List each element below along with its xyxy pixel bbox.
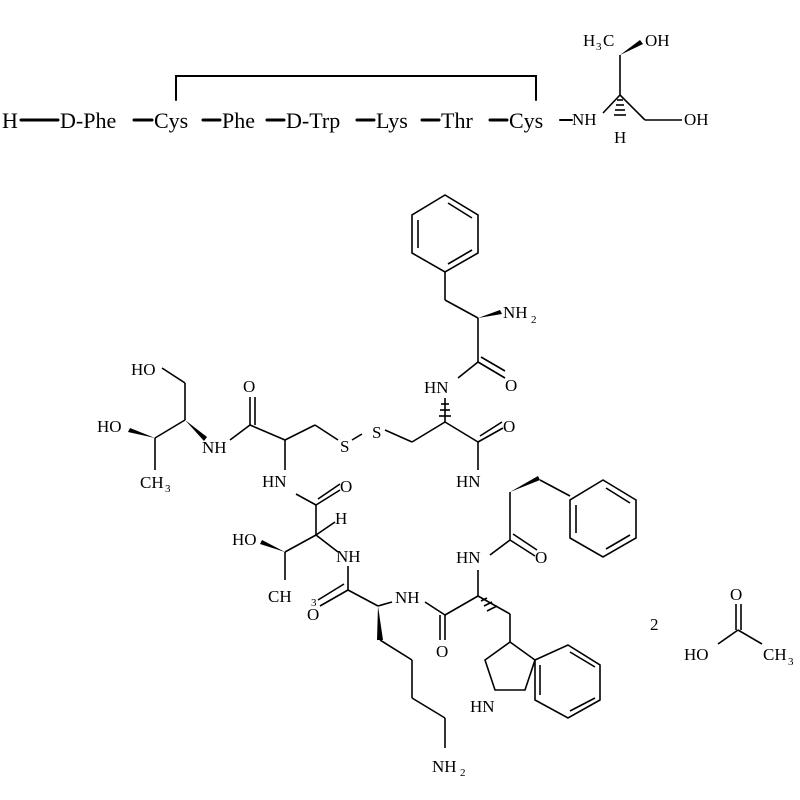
seq-lys: Lys xyxy=(376,108,408,133)
o-f: O xyxy=(307,605,319,624)
o-c: O xyxy=(243,377,255,396)
h-alpha: H xyxy=(335,509,347,528)
seq-h: H xyxy=(2,108,18,133)
hn-a: HN xyxy=(424,378,449,397)
hn-b: HN xyxy=(456,472,481,491)
oh-top: OH xyxy=(645,31,670,50)
nh2-top-sub: 2 xyxy=(531,314,537,326)
o-e: O xyxy=(535,548,547,567)
h3c-sub: 3 xyxy=(596,41,602,53)
ch3-left: CH xyxy=(140,473,164,492)
nh-c: NH xyxy=(395,588,420,607)
h-down: H xyxy=(614,128,626,147)
o-a: O xyxy=(505,376,517,395)
seq-phe: Phe xyxy=(222,108,255,133)
hn-d: HN xyxy=(456,548,481,567)
ho-ch2: HO xyxy=(131,360,156,379)
oh-right: OH xyxy=(684,110,709,129)
h3c-c: C xyxy=(603,31,614,50)
ho-side: HO xyxy=(97,417,122,436)
seq-d-phe: D-Phe xyxy=(60,108,116,133)
o-g: O xyxy=(436,642,448,661)
disulfide-bracket xyxy=(175,75,537,101)
o-d: O xyxy=(340,477,352,496)
indole-ring xyxy=(484,641,601,719)
hn-indole: HN xyxy=(470,697,495,716)
salt-o: O xyxy=(730,585,742,604)
nh2-bottom-sub: 2 xyxy=(460,767,466,779)
benzene-ring-right xyxy=(569,479,637,558)
seq-thr: Thr xyxy=(441,108,473,133)
salt-ch3-sub: 3 xyxy=(788,656,794,668)
salt-count: 2 xyxy=(650,615,659,634)
salt-ch3: CH xyxy=(763,645,787,664)
hn-c: HN xyxy=(262,472,287,491)
sulfur-2: S xyxy=(372,423,381,442)
hashed-bond-h xyxy=(614,99,626,116)
sulfur-1: S xyxy=(340,437,349,456)
benzene-ring-top xyxy=(411,194,479,273)
seq-terminal-nh: NH xyxy=(572,110,597,129)
nh-b: NH xyxy=(336,547,361,566)
peptide-sequence: H D-Phe Cys Phe D-Trp Lys Thr Cys NH H xyxy=(2,31,709,147)
nh2-bottom: NH xyxy=(432,757,457,776)
o-b: O xyxy=(503,417,515,436)
seq-cys-1: Cys xyxy=(154,108,188,133)
ho-thr: HO xyxy=(232,530,257,549)
structural-formula: NH 2 O HN S S O HN HO NH xyxy=(97,194,637,779)
ch-thr: CH xyxy=(268,587,292,606)
salt-ho: HO xyxy=(684,645,709,664)
acetate-salt: 2 O HO CH 3 xyxy=(650,585,794,668)
nh2-top: NH xyxy=(503,303,528,322)
seq-d-trp: D-Trp xyxy=(286,108,340,133)
nh-a: NH xyxy=(202,438,227,457)
seq-cys-2: Cys xyxy=(509,108,543,133)
ch3-left-sub: 3 xyxy=(165,483,171,495)
h3c-h: H xyxy=(583,31,595,50)
ch-thr-sub: 3 xyxy=(311,597,317,609)
